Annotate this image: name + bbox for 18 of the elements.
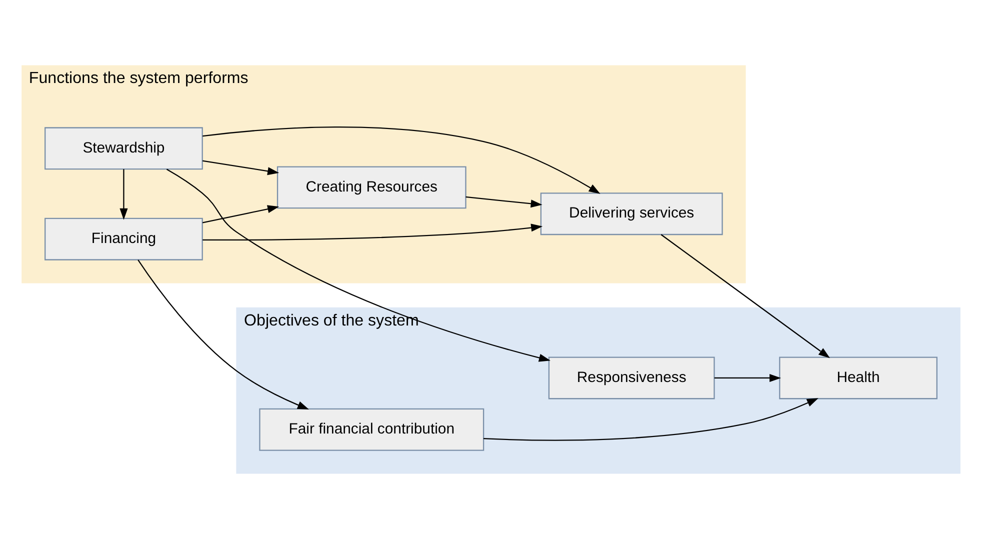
arrow: [202, 205, 280, 224]
arrow: [714, 374, 782, 382]
node-box: Health: [779, 356, 938, 400]
arrow: [660, 234, 830, 358]
arrow: [466, 196, 542, 208]
node-box: Fair financial contribution: [259, 408, 484, 451]
node-box: Financing: [44, 218, 203, 260]
arrow: [166, 168, 550, 362]
arrow: [120, 169, 128, 220]
node-box: Stewardship: [44, 127, 203, 170]
node-box: Delivering services: [540, 192, 723, 236]
arrow: [202, 224, 543, 241]
arrow: [138, 260, 310, 410]
node-box: Responsiveness: [548, 356, 715, 400]
arrow: [202, 126, 600, 194]
arrow: [484, 398, 818, 441]
node-box: Creating Resources: [276, 166, 466, 209]
arrow: [202, 160, 280, 176]
